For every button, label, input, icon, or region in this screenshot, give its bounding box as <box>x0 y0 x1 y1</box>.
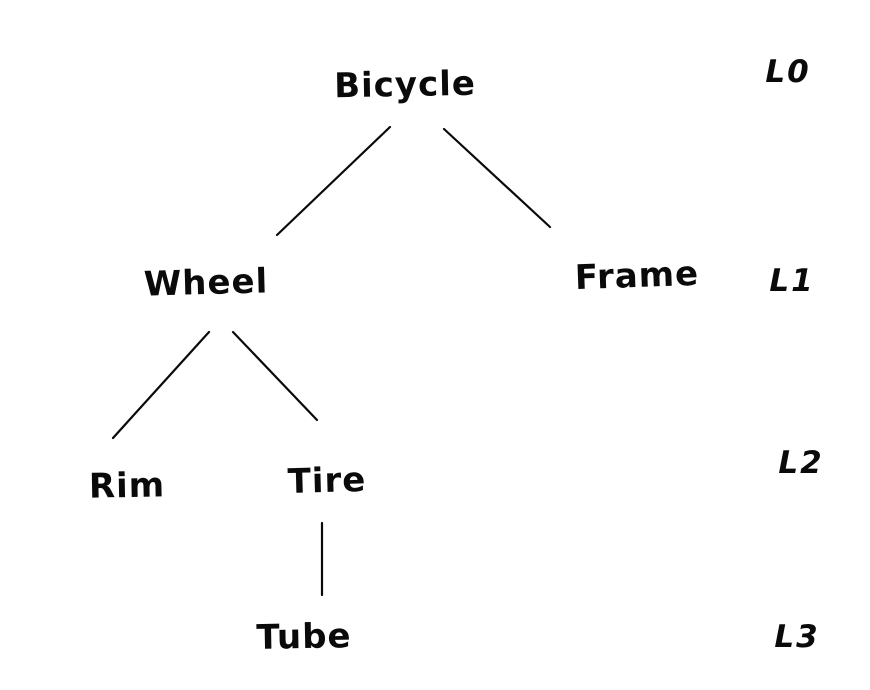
node-tube: Tube <box>256 616 352 658</box>
edge-wheel-tire <box>231 330 319 422</box>
node-wheel: Wheel <box>143 261 269 305</box>
node-frame: Frame <box>574 253 700 299</box>
node-tire: Tire <box>287 459 367 503</box>
level-label-l3: L3 <box>774 619 820 655</box>
edge-wheel-rim <box>111 330 211 440</box>
level-label-l0: L0 <box>765 54 811 90</box>
level-label-l1: L1 <box>769 263 815 299</box>
edge-bicycle-wheel <box>275 125 392 237</box>
node-bicycle: Bicycle <box>333 63 477 107</box>
node-rim: Rim <box>88 465 166 507</box>
edge-bicycle-frame <box>442 127 552 229</box>
level-label-l2: L2 <box>778 445 824 481</box>
